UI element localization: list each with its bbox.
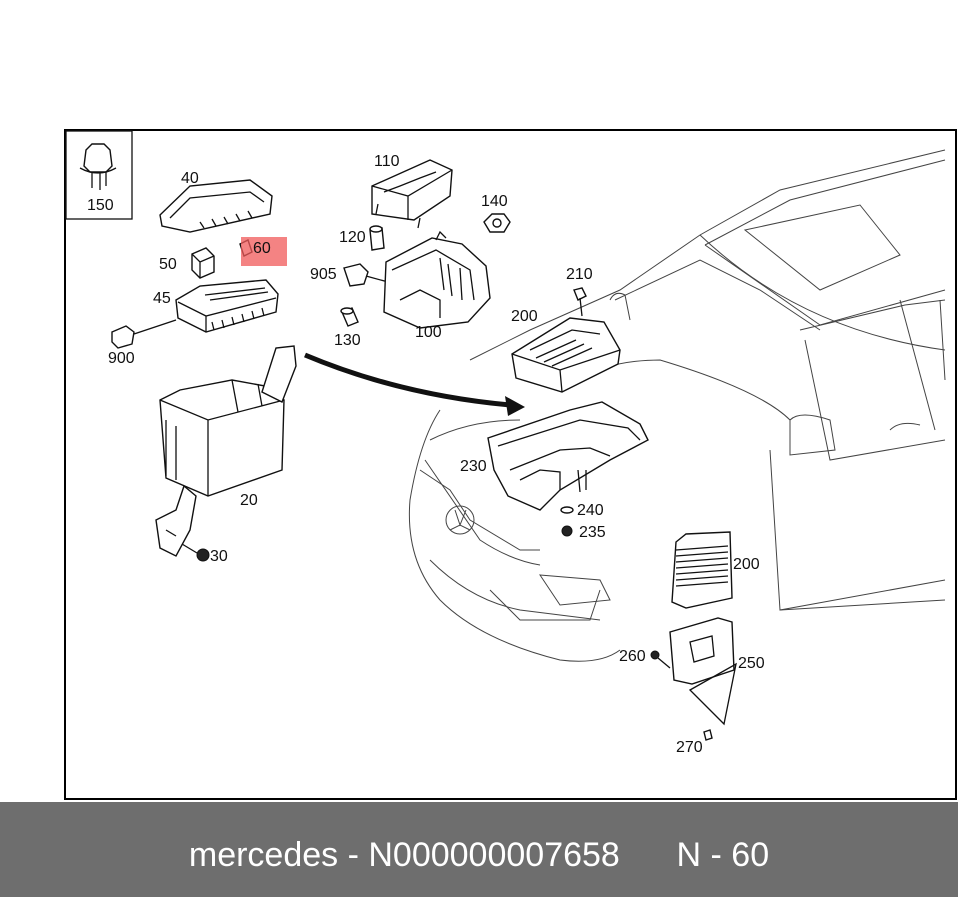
part-130-sleeve xyxy=(340,307,359,327)
part-50-relay xyxy=(191,247,215,279)
clip-icon-150 xyxy=(79,143,117,190)
label-900: 900 xyxy=(108,350,135,367)
part-200-ecu-lower xyxy=(671,531,733,609)
vehicle-outline xyxy=(408,149,946,662)
label-60: 60 xyxy=(253,240,271,257)
arrow-pointer xyxy=(304,352,525,416)
label-140: 140 xyxy=(481,193,508,210)
label-30: 30 xyxy=(210,548,228,565)
label-120: 120 xyxy=(339,229,366,246)
part-45-fusebox xyxy=(175,279,279,333)
label-200-top: 200 xyxy=(511,308,538,325)
footer-bar: mercedes - N000000007658 N - 60 xyxy=(0,802,958,897)
label-250: 250 xyxy=(738,655,765,672)
part-235-nut xyxy=(561,525,573,537)
part-270-clip xyxy=(703,729,713,741)
part-40-cover xyxy=(159,179,273,233)
label-905: 905 xyxy=(310,266,337,283)
label-20: 20 xyxy=(240,492,258,509)
part-240-clip xyxy=(560,506,574,514)
label-230: 230 xyxy=(460,458,487,475)
part-120-sleeve xyxy=(369,225,385,251)
label-45: 45 xyxy=(153,290,171,307)
footer-caption: mercedes - N000000007658 N - 60 xyxy=(188,836,770,874)
part-100-bracket xyxy=(383,230,491,329)
part-30-nut xyxy=(181,543,210,562)
label-150: 150 xyxy=(87,197,114,214)
part-20-housing xyxy=(155,345,297,557)
label-235: 235 xyxy=(579,524,606,541)
label-200-lower: 200 xyxy=(733,556,760,573)
label-110: 110 xyxy=(374,153,400,170)
part-200-ecu xyxy=(511,317,621,393)
highlight-part-60 xyxy=(241,237,287,266)
part-140-nut xyxy=(483,213,511,233)
label-130: 130 xyxy=(334,332,361,349)
part-250-bracket xyxy=(669,617,737,726)
part-260-screw xyxy=(650,650,671,669)
label-270: 270 xyxy=(676,739,703,756)
label-100: 100 xyxy=(415,324,442,341)
part-905-tag xyxy=(343,263,389,287)
label-240: 240 xyxy=(577,502,604,519)
part-900-tag xyxy=(111,319,177,349)
label-260: 260 xyxy=(619,648,646,665)
label-210: 210 xyxy=(566,266,593,283)
label-50: 50 xyxy=(159,256,177,273)
label-40: 40 xyxy=(181,170,199,187)
part-110-connector xyxy=(371,159,453,229)
part-230-tray xyxy=(487,401,649,511)
part-210-bolt xyxy=(573,287,587,317)
